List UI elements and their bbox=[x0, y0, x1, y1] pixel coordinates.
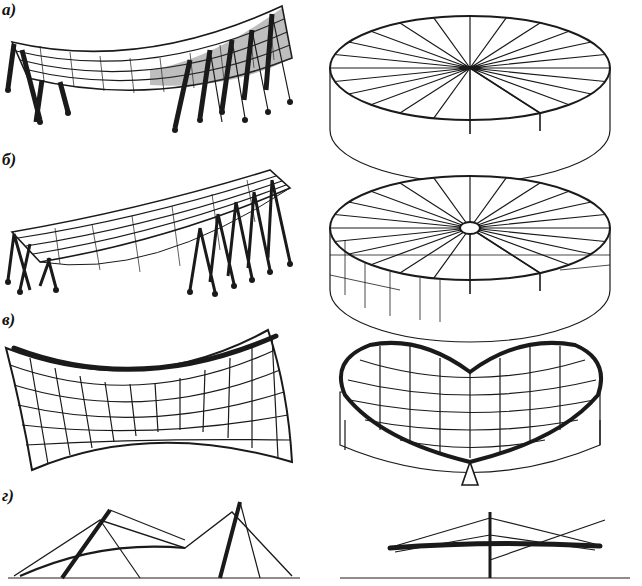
round-cable-roof bbox=[330, 16, 610, 182]
variant-label: г) bbox=[2, 486, 14, 506]
variant-label: в) bbox=[2, 310, 15, 330]
saddle-net-roof bbox=[6, 330, 292, 470]
variant-label: б) bbox=[2, 150, 16, 170]
central-mast-scheme bbox=[340, 512, 630, 578]
double-cable-roof bbox=[5, 170, 293, 297]
double-round-cable-roof bbox=[330, 176, 610, 342]
variant-label: а) bbox=[2, 0, 16, 20]
heart-net-roof bbox=[340, 343, 601, 485]
mast-cable-scheme bbox=[8, 502, 300, 578]
sagging-roof bbox=[5, 6, 293, 133]
